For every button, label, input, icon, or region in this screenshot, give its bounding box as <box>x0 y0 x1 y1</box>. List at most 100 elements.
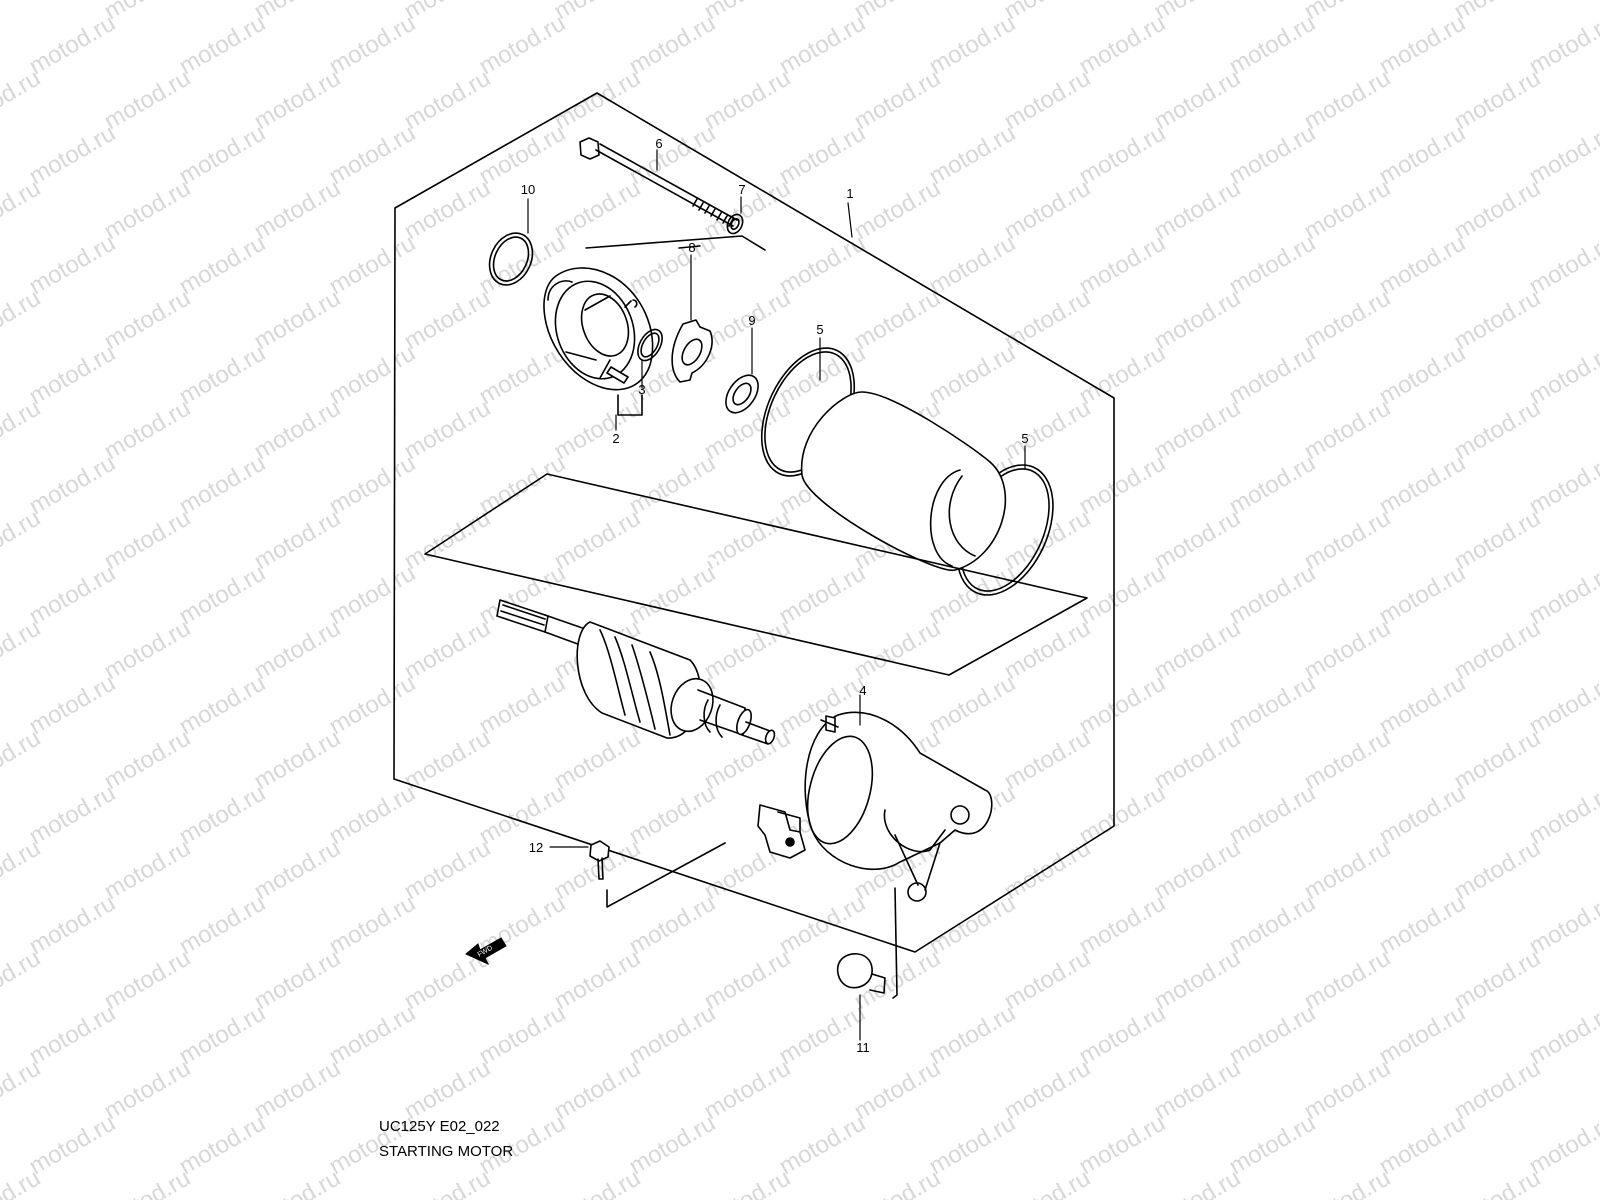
watermark-text: motod.ru <box>925 1109 1021 1180</box>
watermark-text: motod.ru <box>325 559 421 630</box>
watermark-text: motod.ru <box>1225 559 1321 630</box>
watermark-text: motod.ru <box>1525 999 1600 1070</box>
watermark-text: motod.ru <box>925 889 1021 960</box>
watermark-text: motod.ru <box>1300 834 1396 905</box>
callout-7: 7 <box>738 182 745 197</box>
watermark-text: motod.ru <box>700 944 796 1015</box>
watermark-text: motod.ru <box>700 724 796 795</box>
watermark-text: motod.ru <box>700 284 796 355</box>
watermark-text: motod.ru <box>1375 229 1471 300</box>
watermark-text: motod.ru <box>625 999 721 1070</box>
watermark-text: motod.ru <box>625 119 721 190</box>
watermark-text: motod.ru <box>1300 284 1396 355</box>
washer-9 <box>725 374 759 414</box>
watermark-text: motod.ru <box>100 614 196 685</box>
watermark-text: motod.ru <box>1300 724 1396 795</box>
watermark-text: motod.ru <box>400 1054 496 1125</box>
watermark-text: motod.ru <box>175 119 271 190</box>
screw-12 <box>589 840 610 880</box>
watermark-text: motod.ru <box>1000 394 1096 465</box>
watermark-text: motod.ru <box>1075 669 1171 740</box>
watermark-text: motod.ru <box>775 889 871 960</box>
callout-6: 6 <box>655 136 662 151</box>
armature <box>496 599 776 745</box>
watermark-text: motod.ru <box>25 449 121 520</box>
yoke-housing <box>800 391 1007 571</box>
watermark-text: motod.ru <box>1375 779 1471 850</box>
watermark-text: motod.ru <box>925 559 1021 630</box>
watermark-text: motod.ru <box>1075 119 1171 190</box>
watermark-text: motod.ru <box>1075 1109 1171 1180</box>
watermark-text: motod.ru <box>550 64 646 135</box>
watermark-text: motod.ru <box>625 229 721 300</box>
watermark-text: motod.ru <box>550 1164 646 1200</box>
watermark-text: motod.ru <box>250 504 346 575</box>
callout-11: 11 <box>856 1040 870 1055</box>
watermark-text: motod.ru <box>1375 669 1471 740</box>
watermark-text: motod.ru <box>250 64 346 135</box>
watermark-text: motod.ru <box>1450 64 1546 135</box>
watermark-text: motod.ru <box>775 1109 871 1180</box>
watermark-text: motod.ru <box>1450 1054 1546 1125</box>
reference-plane <box>424 473 1088 676</box>
watermark-text: motod.ru <box>1300 1164 1396 1200</box>
watermark-text: motod.ru <box>1375 339 1471 410</box>
watermark-text: motod.ru <box>25 339 121 410</box>
watermark-text: motod.ru <box>925 229 1021 300</box>
watermark-text: motod.ru <box>475 339 571 410</box>
watermark-text: motod.ru <box>175 889 271 960</box>
callout-5b: 5 <box>1021 431 1028 446</box>
watermark-text: motod.ru <box>1000 834 1096 905</box>
watermark-text: motod.ru <box>1300 614 1396 685</box>
watermark-text: motod.ru <box>475 669 571 740</box>
watermark-text: motod.ru <box>1000 284 1096 355</box>
watermark-text: motod.ru <box>25 119 121 190</box>
watermark-text: motod.ru <box>850 0 946 25</box>
watermark-text: motod.ru <box>400 64 496 135</box>
watermark-text: motod.ru <box>1150 944 1246 1015</box>
watermark-text: motod.ru <box>1525 889 1600 960</box>
watermark-text: motod.ru <box>1525 1109 1600 1180</box>
watermark-text: motod.ru <box>1075 999 1171 1070</box>
watermark-text: motod.ru <box>550 174 646 245</box>
watermark-text: motod.ru <box>1375 1109 1471 1180</box>
watermark-text: motod.ru <box>1225 669 1321 740</box>
watermark-text: motod.ru <box>1450 724 1546 795</box>
callout-2: 2 <box>612 431 619 446</box>
watermark-text: motod.ru <box>1150 64 1246 135</box>
watermark-text: motod.ru <box>325 9 421 80</box>
watermark-text: motod.ru <box>400 284 496 355</box>
watermark-text: motod.ru <box>1075 889 1171 960</box>
watermark-text: motod.ru <box>625 9 721 80</box>
watermark-text: motod.ru <box>250 0 346 25</box>
watermark-text: motod.ru <box>475 779 571 850</box>
watermark-text: motod.ru <box>325 229 421 300</box>
watermark-text: motod.ru <box>100 394 196 465</box>
watermark-text: motod.ru <box>850 1164 946 1200</box>
watermark-text: motod.ru <box>850 1054 946 1125</box>
watermark-text: motod.ru <box>175 999 271 1070</box>
bolt-11 <box>836 953 886 994</box>
watermark-text: motod.ru <box>1375 889 1471 960</box>
watermark-text: motod.ru <box>250 1164 346 1200</box>
watermark-text: motod.ru <box>1000 724 1096 795</box>
watermark-text: motod.ru <box>625 1109 721 1180</box>
watermark-text: motod.ru <box>1150 834 1246 905</box>
watermark-text: motod.ru <box>250 174 346 245</box>
watermark-text: motod.ru <box>1150 724 1246 795</box>
watermark-text: motod.ru <box>1150 504 1246 575</box>
watermark-text: motod.ru <box>1450 614 1546 685</box>
watermark-text: motod.ru <box>325 999 421 1070</box>
watermark-text: motod.ru <box>1525 449 1600 520</box>
watermark-text: motod.ru <box>1000 1164 1096 1200</box>
watermark-text: motod.ru <box>775 9 871 80</box>
watermark-text: motod.ru <box>700 0 796 25</box>
watermark-text: motod.ru <box>1150 1054 1246 1125</box>
watermark-text: motod.ru <box>25 1109 121 1180</box>
callout-1: 1 <box>846 186 853 201</box>
watermark-text: motod.ru <box>1225 999 1321 1070</box>
diagram-title: STARTING MOTOR <box>379 1143 514 1160</box>
watermark-text: motod.ru <box>1225 9 1321 80</box>
watermark-text: motod.ru <box>850 284 946 355</box>
